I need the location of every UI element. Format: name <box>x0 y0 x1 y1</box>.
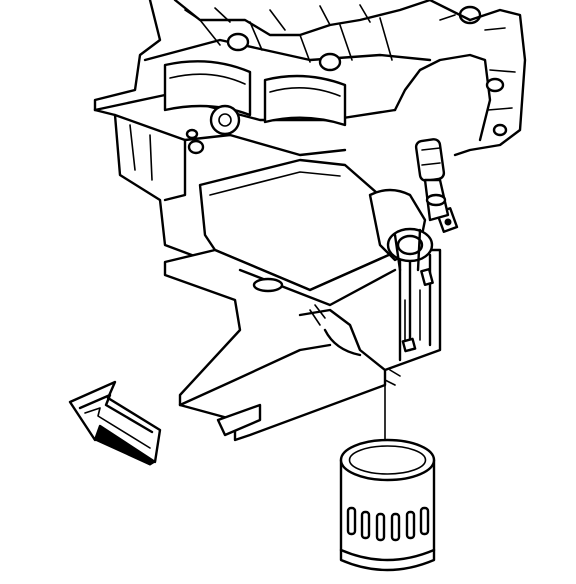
oil-filter <box>339 438 436 572</box>
drain-plug-boss <box>252 277 284 293</box>
filter-grip-flutes <box>346 506 430 542</box>
oil-pressure-sensor <box>414 138 450 222</box>
arrow-icon <box>68 380 162 466</box>
oil-filter-adapter <box>368 188 459 272</box>
cylinder-bores <box>163 5 482 136</box>
engine-housing-right <box>393 0 527 157</box>
engine-block <box>93 0 527 262</box>
